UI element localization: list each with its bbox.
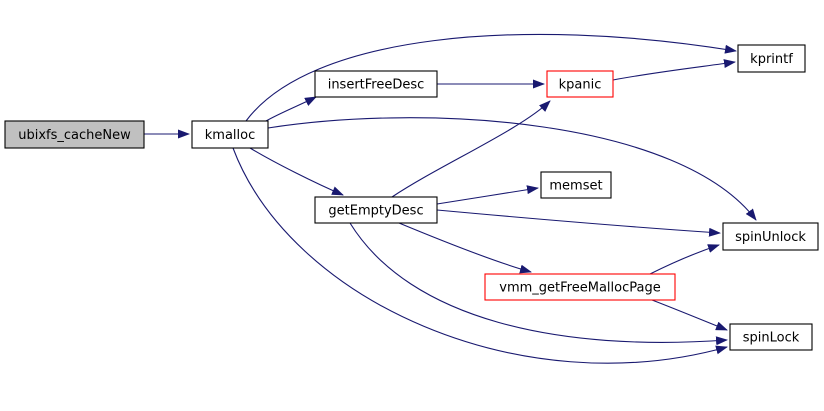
node-label-kmalloc: kmalloc bbox=[205, 128, 255, 143]
edge-kmalloc-to-insertFreeDesc bbox=[265, 96, 317, 122]
edge-kmalloc-to-getEmptyDesc bbox=[249, 147, 344, 196]
edge-getEmptyDesc-to-memset bbox=[436, 185, 539, 205]
edge-vmm_getFreeMallocPage-to-spinLock bbox=[651, 299, 728, 331]
node-box-kmalloc[interactable] bbox=[191, 120, 269, 149]
node-label-getEmptyDesc: getEmptyDesc bbox=[328, 204, 423, 219]
node-label-kpanic: kpanic bbox=[559, 78, 602, 93]
node-ubixfs_cacheNew: ubixfs_cacheNew bbox=[4, 120, 145, 149]
node-box-spinUnlock[interactable] bbox=[722, 222, 819, 251]
node-kpanic[interactable]: kpanic bbox=[546, 70, 614, 98]
node-vmm_getFreeMallocPage[interactable]: vmm_getFreeMallocPage bbox=[484, 273, 676, 301]
node-label-insertFreeDesc: insertFreeDesc bbox=[328, 78, 425, 93]
node-label-spinUnlock: spinUnlock bbox=[735, 230, 806, 245]
node-label-vmm_getFreeMallocPage: vmm_getFreeMallocPage bbox=[499, 281, 660, 296]
node-spinLock[interactable]: spinLock bbox=[729, 323, 813, 351]
edge-kpanic-to-kprintf bbox=[612, 59, 736, 81]
node-spinUnlock[interactable]: spinUnlock bbox=[722, 222, 819, 251]
edge-kmalloc-to-spinUnlock bbox=[267, 117, 757, 221]
node-getEmptyDesc[interactable]: getEmptyDesc bbox=[314, 196, 438, 224]
edge-getEmptyDesc-to-spinLock bbox=[349, 222, 728, 346]
edge-kmalloc-to-kprintf bbox=[245, 33, 737, 122]
node-memset[interactable]: memset bbox=[540, 171, 612, 199]
node-box-ubixfs_cacheNew bbox=[4, 120, 145, 149]
node-box-spinLock[interactable] bbox=[729, 323, 813, 351]
edge-getEmptyDesc-to-spinUnlock bbox=[436, 209, 721, 237]
node-label-spinLock: spinLock bbox=[743, 331, 800, 346]
edge-getEmptyDesc-to-kpanic bbox=[391, 100, 551, 198]
edge-getEmptyDesc-to-vmm_getFreeMallocPage bbox=[398, 222, 532, 274]
node-box-kprintf[interactable] bbox=[737, 44, 806, 73]
node-box-vmm_getFreeMallocPage[interactable] bbox=[484, 273, 676, 301]
node-box-kpanic[interactable] bbox=[546, 70, 614, 98]
edge-vmm_getFreeMallocPage-to-spinUnlock bbox=[649, 244, 720, 275]
edge-kmalloc-to-spinLock bbox=[232, 147, 728, 364]
node-kmalloc[interactable]: kmalloc bbox=[191, 120, 269, 149]
node-label-ubixfs_cacheNew: ubixfs_cacheNew bbox=[18, 128, 131, 143]
node-label-kprintf: kprintf bbox=[750, 52, 793, 67]
node-box-memset[interactable] bbox=[540, 171, 612, 199]
node-insertFreeDesc[interactable]: insertFreeDesc bbox=[314, 70, 438, 98]
node-box-getEmptyDesc[interactable] bbox=[314, 196, 438, 224]
node-kprintf[interactable]: kprintf bbox=[737, 44, 806, 73]
node-box-insertFreeDesc[interactable] bbox=[314, 70, 438, 98]
node-label-memset: memset bbox=[549, 179, 602, 194]
